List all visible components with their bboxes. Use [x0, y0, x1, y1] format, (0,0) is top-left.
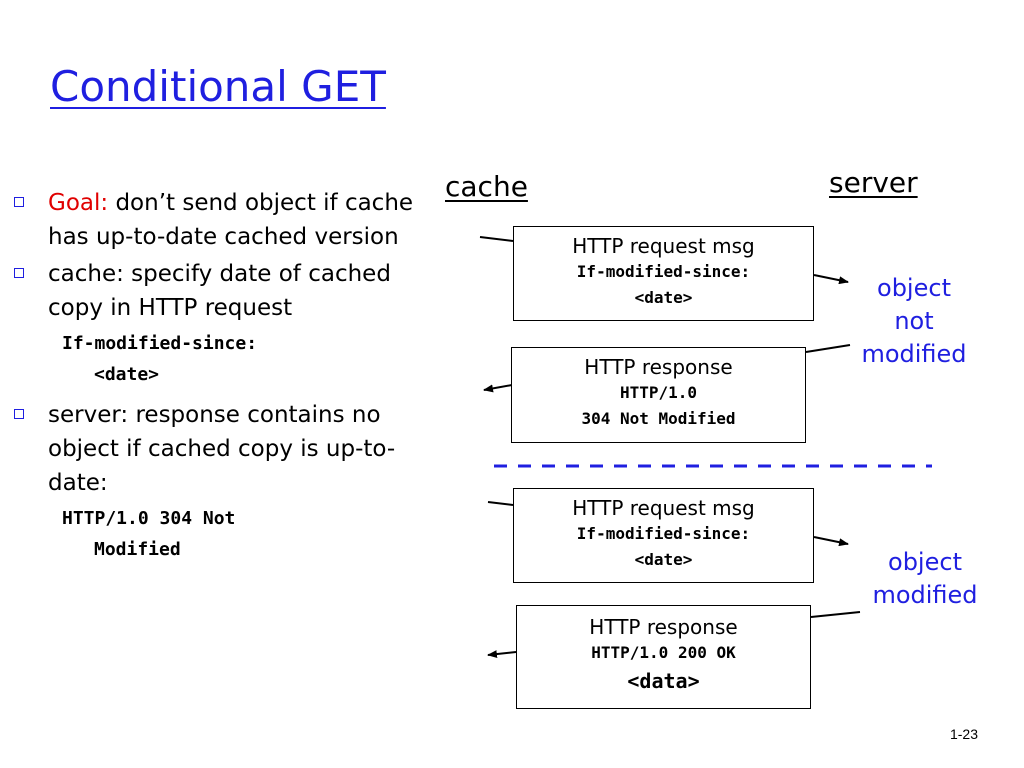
- code-line: HTTP/1.0 304 Not: [62, 508, 236, 529]
- box-heading: HTTP response: [589, 615, 738, 639]
- goal-label: Goal:: [48, 190, 109, 216]
- note-line: modified: [861, 340, 967, 368]
- square-bullet-icon: [14, 268, 24, 278]
- bullet-server: server: response contains no object if c…: [10, 398, 440, 500]
- response-arrow-out: [487, 650, 517, 659]
- box-heading: HTTP response: [584, 355, 733, 379]
- note-line: modified: [872, 581, 978, 609]
- square-bullet-icon: [14, 197, 24, 207]
- response-304-box: HTTP response HTTP/1.0 304 Not Modified: [511, 347, 806, 443]
- box-heading: HTTP request msg: [572, 234, 755, 258]
- response-arrow-in: [805, 344, 851, 353]
- box-code: If-modified-since:: [576, 524, 751, 543]
- slide-title: Conditional GET: [50, 62, 386, 111]
- response-arrow-out: [483, 384, 513, 393]
- code-line: <date>: [94, 364, 160, 385]
- slide-number: 1-23: [949, 726, 978, 742]
- square-bullet-icon: [14, 409, 24, 419]
- cache-label: cache: [445, 170, 528, 203]
- box-heading: HTTP request msg: [572, 496, 755, 520]
- response-200-box: HTTP response HTTP/1.0 200 OK <data>: [516, 605, 811, 709]
- request-arrow-in: [479, 236, 514, 242]
- note-line: not: [894, 307, 934, 335]
- box-code: 304 Not Modified: [581, 409, 736, 428]
- request-arrow-in: [487, 501, 514, 506]
- server-text: server: response contains no object if c…: [48, 402, 396, 496]
- bullet-goal: Goal: don’t send object if cache has up-…: [10, 186, 440, 254]
- request-arrow-out: [813, 274, 849, 285]
- box-code: <date>: [634, 288, 693, 307]
- server-label: server: [829, 166, 918, 199]
- request-arrow-out: [813, 536, 849, 547]
- bullet-list: Goal: don’t send object if cache has up-…: [10, 186, 440, 573]
- request-msg-box: HTTP request msg If-modified-since: <dat…: [513, 226, 814, 321]
- box-code: HTTP/1.0: [619, 383, 698, 402]
- object-modified-note: object modified: [860, 546, 990, 612]
- object-not-modified-note: object not modified: [852, 272, 976, 371]
- response-arrow-in: [810, 611, 861, 618]
- box-code: HTTP/1.0 200 OK: [591, 643, 736, 662]
- cache-code-snippet: If-modified-since: <date>: [10, 328, 440, 390]
- note-line: object: [888, 548, 962, 576]
- note-line: object: [877, 274, 951, 302]
- code-line: If-modified-since:: [62, 333, 258, 354]
- code-line: Modified: [94, 539, 181, 560]
- request-msg-box: HTTP request msg If-modified-since: <dat…: [513, 488, 814, 583]
- goal-text: don’t send object if cache has up-to-dat…: [48, 190, 414, 250]
- bullet-cache: cache: specify date of cached copy in HT…: [10, 257, 440, 325]
- box-code: <data>: [627, 669, 700, 693]
- box-code: <date>: [634, 550, 693, 569]
- box-code: If-modified-since:: [576, 262, 751, 281]
- server-code-snippet: HTTP/1.0 304 Not Modified: [10, 503, 440, 565]
- cache-text: cache: specify date of cached copy in HT…: [48, 261, 391, 321]
